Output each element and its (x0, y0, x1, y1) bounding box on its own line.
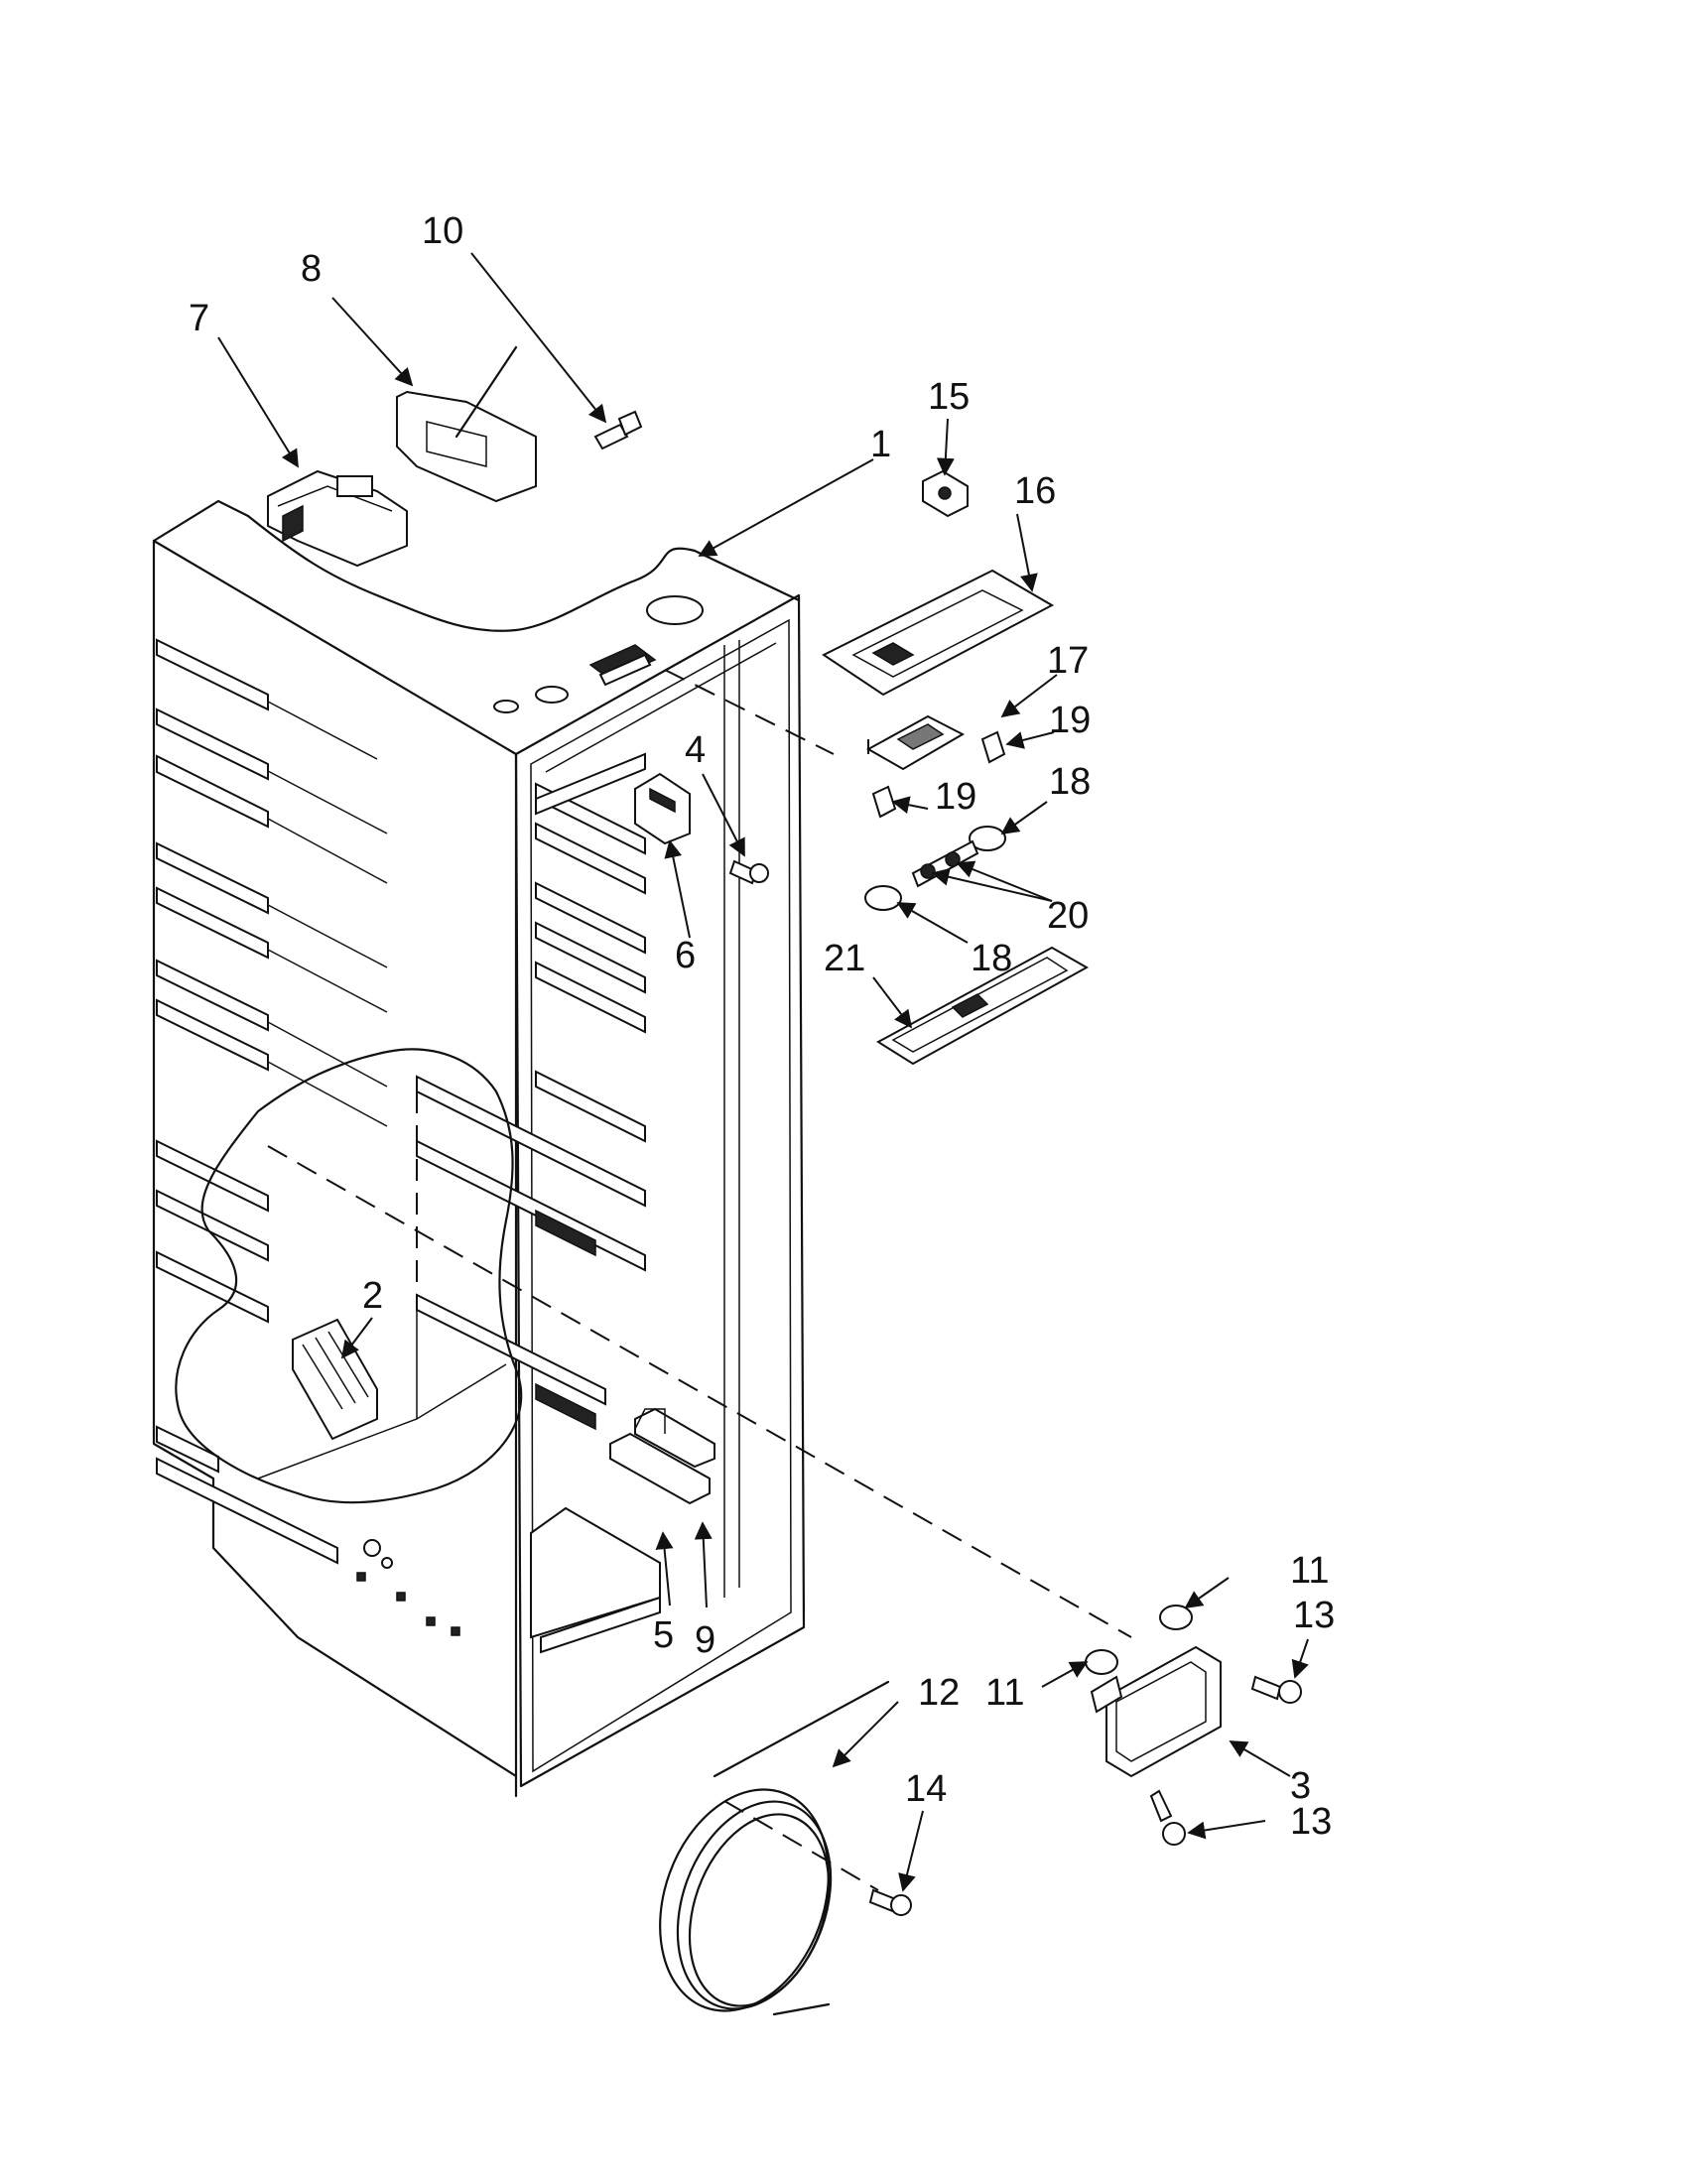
callout-19-right: 19 (1049, 700, 1091, 741)
light-shield (876, 946, 1090, 1066)
callout-9: 9 (695, 1619, 715, 1661)
callout-18-lower: 18 (971, 938, 1012, 979)
screws-19 (871, 730, 1006, 819)
left-shelf-rails (156, 638, 338, 1565)
light-socket-clip (922, 469, 969, 518)
light-bulb-socket (865, 714, 966, 771)
callout-1: 1 (870, 424, 891, 465)
screw-4 (728, 859, 769, 885)
callout-6: 6 (675, 935, 696, 976)
callout-5: 5 (653, 1614, 674, 1656)
callout-16: 16 (1014, 470, 1056, 512)
cutaway-outline (175, 1048, 523, 1504)
screws-13 (1149, 1675, 1302, 1846)
strips-5-9 (609, 1407, 715, 1505)
callout-20: 20 (1047, 895, 1089, 937)
leader-lines (217, 252, 1309, 1892)
water-tubing (659, 1680, 890, 2016)
right-shelf-rails (267, 701, 646, 1431)
callout-7: 7 (189, 298, 209, 339)
callout-11-upper: 11 (1290, 1550, 1329, 1592)
screw-14 (868, 1888, 912, 1916)
callout-4: 4 (685, 729, 706, 771)
callout-labels: 1 2 3 4 5 6 7 8 9 10 11 11 12 13 13 14 1… (189, 210, 1335, 1843)
callout-10: 10 (422, 210, 463, 252)
bulbs-and-socket (864, 826, 1006, 911)
refrigerator-liner (152, 499, 1132, 1798)
callout-8: 8 (301, 248, 322, 290)
callout-15: 15 (928, 376, 970, 418)
vent-grille (292, 1318, 378, 1441)
callout-13-upper: 13 (1293, 1595, 1335, 1636)
bracket-6 (634, 772, 691, 845)
mounting-bracket (396, 345, 537, 503)
callout-3: 3 (1290, 1765, 1311, 1807)
grommets-11 (1085, 1605, 1193, 1675)
callout-2: 2 (362, 1275, 383, 1317)
screw-10 (593, 410, 643, 450)
control-housing (267, 469, 408, 568)
dispenser-housing (1090, 1645, 1222, 1778)
light-housing (822, 569, 1055, 697)
callout-12: 12 (918, 1672, 960, 1714)
callout-21: 21 (824, 938, 865, 979)
callout-11-lower: 11 (985, 1672, 1024, 1714)
callout-13-lower: 13 (1290, 1801, 1332, 1843)
callout-19-left: 19 (935, 776, 976, 818)
callout-14: 14 (905, 1768, 947, 1810)
callout-17: 17 (1047, 640, 1089, 682)
callout-18-upper: 18 (1049, 761, 1091, 803)
